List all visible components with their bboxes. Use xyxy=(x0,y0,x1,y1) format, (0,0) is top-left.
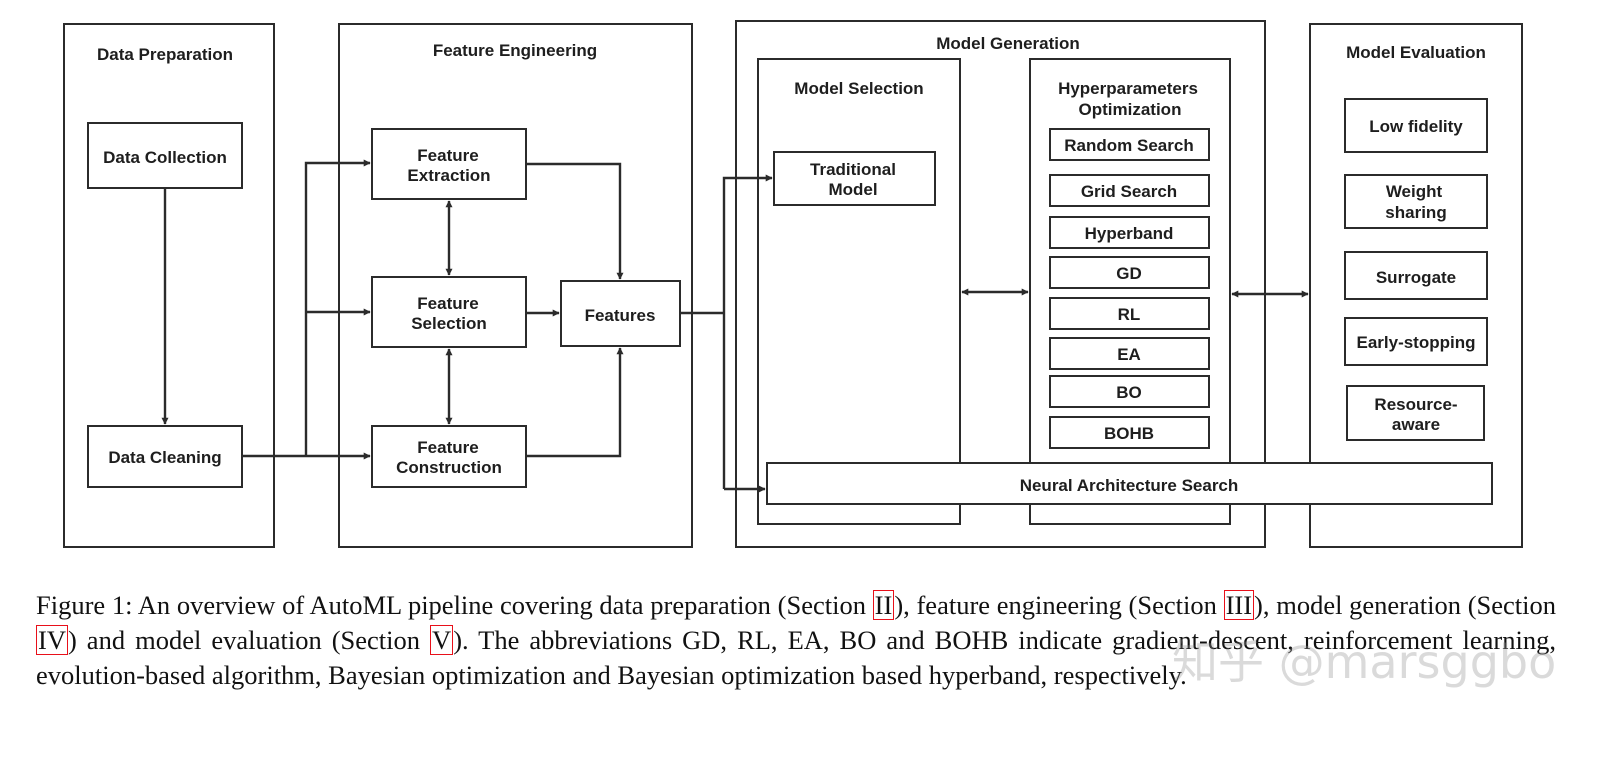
hpo-method-label: Hyperband xyxy=(1085,224,1174,243)
feature-engineering-title: Feature Engineering xyxy=(433,41,597,60)
section-ref-link[interactable]: IV xyxy=(36,625,68,655)
eval-method-label-line1: Resource- xyxy=(1374,395,1457,414)
model-generation-title: Model Generation xyxy=(936,34,1080,53)
eval-method-resource-aware: Resource- aware xyxy=(1346,385,1485,441)
watermark: 知乎 @marsggbo xyxy=(1172,635,1557,689)
construction-to-features-arrow xyxy=(526,347,624,458)
hpo-method-grid-search: Grid Search xyxy=(1049,174,1210,207)
hpo-method-rl: RL xyxy=(1049,297,1210,330)
section-ref-link[interactable]: II xyxy=(872,590,895,620)
model-evaluation-title: Model Evaluation xyxy=(1346,43,1486,62)
hpo-method-label: BO xyxy=(1116,383,1142,402)
model-selection-panel: Model Selection xyxy=(757,58,961,525)
caption-text: ) and model evaluation (Section xyxy=(67,625,431,655)
traditional-model-node: Traditional Model xyxy=(773,151,936,206)
traditional-model-label-line2: Model xyxy=(828,180,877,199)
caption-prefix: Figure 1: An overview of AutoML pipeline… xyxy=(36,590,873,620)
hpo-method-ea: EA xyxy=(1049,337,1210,370)
feature-extraction-node: Feature Extraction xyxy=(371,128,527,200)
extraction-to-features-arrow xyxy=(526,162,624,280)
eval-method-label: Low fidelity xyxy=(1369,117,1463,136)
feature-extraction-label-line1: Feature xyxy=(417,146,478,165)
traditional-model-label-line1: Traditional xyxy=(810,160,896,179)
feature-construction-node: Feature Construction xyxy=(371,425,527,488)
feature-construction-label-line2: Construction xyxy=(396,458,502,477)
features-node: Features xyxy=(560,280,681,347)
feature-construction-label-line1: Feature xyxy=(417,438,478,457)
eval-method-label: Surrogate xyxy=(1376,268,1456,287)
hyperparameters-optimization-title-line2: Optimization xyxy=(1079,100,1182,119)
neural-architecture-search-label: Neural Architecture Search xyxy=(1020,476,1239,495)
eval-method-label: Early-stopping xyxy=(1356,333,1475,352)
feature-selection-label-line1: Feature xyxy=(417,294,478,313)
automl-pipeline-diagram: Data Preparation Feature Engineering Mod… xyxy=(63,20,1523,548)
features-to-traditional-model-arrow xyxy=(722,174,773,489)
data-collection-label: Data Collection xyxy=(103,148,227,167)
eval-method-low-fidelity: Low fidelity xyxy=(1344,98,1488,153)
hpo-method-hyperband: Hyperband xyxy=(1049,216,1210,249)
eval-method-label-line1: Weight xyxy=(1386,182,1443,201)
data-cleaning-node: Data Cleaning xyxy=(87,425,243,488)
eval-method-weight-sharing: Weight sharing xyxy=(1344,174,1488,229)
caption-text: ), model generation (Section xyxy=(1254,590,1557,620)
hpo-method-label: Grid Search xyxy=(1081,182,1177,201)
data-collection-node: Data Collection xyxy=(87,122,243,189)
data-cleaning-label: Data Cleaning xyxy=(108,448,221,467)
hpo-method-random-search: Random Search xyxy=(1049,128,1210,161)
hpo-method-label: RL xyxy=(1118,305,1141,324)
model-selection-title: Model Selection xyxy=(794,79,923,98)
cleaning-to-extraction-arrow xyxy=(304,159,371,456)
connectors xyxy=(161,159,1309,493)
feature-selection-node: Feature Selection xyxy=(371,276,527,348)
hpo-method-label: GD xyxy=(1116,264,1142,283)
hyperparameters-optimization-title-line1: Hyperparameters xyxy=(1058,79,1198,98)
caption-suffix: ). The abbreviations GD, RL, EA, BO and … xyxy=(36,625,1556,690)
eval-method-early-stopping: Early-stopping xyxy=(1344,317,1488,366)
feature-selection-label-line2: Selection xyxy=(411,314,487,333)
evaluation-method-list: Low fidelity Weight sharing Surrogate Ea… xyxy=(1344,98,1488,441)
feature-extraction-label-line2: Extraction xyxy=(407,166,490,185)
features-label: Features xyxy=(585,306,656,325)
caption-text: ), feature engineering (Section xyxy=(894,590,1224,620)
data-preparation-title: Data Preparation xyxy=(97,45,233,64)
hpo-method-bohb: BOHB xyxy=(1049,416,1210,449)
hpo-method-bo: BO xyxy=(1049,375,1210,408)
figure-caption: Figure 1: An overview of AutoML pipeline… xyxy=(36,588,1556,693)
hpo-method-gd: GD xyxy=(1049,256,1210,289)
eval-method-label-line2: sharing xyxy=(1385,203,1446,222)
hpo-method-label: BOHB xyxy=(1104,424,1154,443)
neural-architecture-search-node: Neural Architecture Search xyxy=(766,462,1493,505)
section-ref-link[interactable]: V xyxy=(430,625,454,655)
section-ref-link[interactable]: III xyxy=(1223,590,1255,620)
eval-method-label-line2: aware xyxy=(1392,415,1440,434)
hpo-method-label: Random Search xyxy=(1064,136,1193,155)
hpo-method-label: EA xyxy=(1117,345,1141,364)
hpo-method-list: Random Search Grid Search Hyperband GD R… xyxy=(1049,128,1210,449)
eval-method-surrogate: Surrogate xyxy=(1344,251,1488,300)
